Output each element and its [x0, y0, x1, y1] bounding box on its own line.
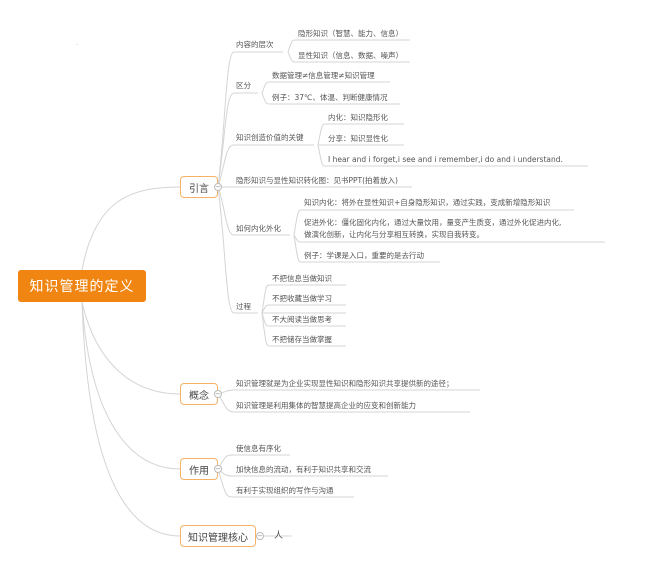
stray-dot: · [76, 42, 78, 49]
collapse-toggle-icon[interactable]: − [214, 183, 222, 191]
topic-item[interactable]: 促进外化：僵化固化内化，通过大量饮用，量变产生质变，通过外化促进内化, [304, 218, 562, 227]
node-intro[interactable]: 引言 [180, 176, 218, 198]
collapse-toggle-icon[interactable]: − [214, 390, 222, 398]
collapse-toggle-icon[interactable]: − [214, 465, 222, 473]
topic-item[interactable]: 不把收藏当做学习 [272, 294, 332, 303]
node-role[interactable]: 作用 [180, 458, 218, 480]
topic-diff[interactable]: 区分 [236, 81, 251, 90]
topic-levels[interactable]: 内容的层次 [236, 40, 274, 49]
node-concept[interactable]: 概念 [180, 383, 218, 405]
collapse-toggle-icon[interactable]: − [256, 532, 264, 540]
topic-item[interactable]: 做演化创新，让内化与分享相互转换，实现自我转变。 [304, 230, 484, 239]
topic-item[interactable]: 不把信息当做知识 [272, 274, 332, 283]
topic-item[interactable]: 有利于实现组织的写作与沟通 [236, 486, 334, 495]
topic-key[interactable]: 知识创造价值的关键 [236, 133, 304, 142]
topic-item[interactable]: 知识内化：将外在显性知识+自身隐形知识，通过实践，变成新增隐形知识 [304, 198, 551, 207]
topic-item[interactable]: 使信息有序化 [236, 444, 281, 453]
topic-item[interactable]: 不大阅读当做思考 [272, 315, 332, 324]
topic-item[interactable]: 例子：37℃、体温、判断健康情况 [272, 93, 388, 102]
topic-item[interactable]: 例子：学课是入口，重要的是去行动 [304, 251, 424, 260]
root-node[interactable]: 知识管理的定义 [18, 270, 146, 302]
topic-item[interactable]: 隐形知识（智慧、能力、信息） [298, 29, 403, 38]
topic-inout[interactable]: 如何内化外化 [236, 224, 281, 233]
node-core[interactable]: 知识管理核心 [180, 525, 256, 547]
topic-item[interactable]: 内化：知识隐形化 [328, 113, 388, 122]
topic-item[interactable]: 知识管理是利用集体的智慧提高企业的应变和创新能力 [236, 401, 416, 410]
topic-item[interactable]: 显性知识（信息、数据、噪声） [298, 51, 403, 60]
topic-item[interactable]: 人 [274, 531, 284, 541]
topic-item[interactable]: 知识管理就是为企业实现显性知识和隐形知识共享提供新的途径； [236, 379, 454, 388]
topic-item[interactable]: 加快信息的流动，有利于知识共享和交流 [236, 465, 371, 474]
topic-item[interactable]: 分享：知识显性化 [328, 134, 388, 143]
topic-process[interactable]: 过程 [236, 302, 251, 311]
topic-convert[interactable]: 隐形知识与显性知识转化图：见书PPT(拍着放入) [236, 176, 398, 185]
topic-item[interactable]: 不把储存当做掌握 [272, 335, 332, 344]
topic-item[interactable]: 数据管理≠信息管理≠知识管理 [272, 71, 375, 80]
topic-item[interactable]: I hear and i forget,i see and i remember… [328, 155, 563, 164]
